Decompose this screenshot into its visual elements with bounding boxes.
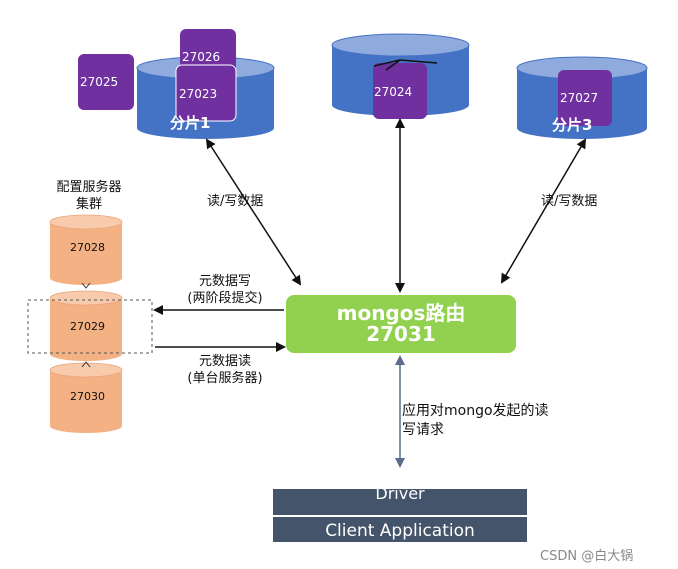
client-application-bar: [273, 517, 527, 542]
node-label-27027: 27027: [560, 91, 599, 105]
app-request-label-2: 写请求: [402, 422, 444, 438]
app-request-label-1: 应用对mongo发起的读: [402, 403, 549, 419]
node-27025: [78, 54, 134, 110]
config-label-27028: 27028: [70, 241, 105, 254]
config-primary-dashed-box: [27, 299, 153, 354]
arrow-shard3-router: [500, 138, 587, 284]
config-cluster-title-line2: 集群: [75, 197, 102, 212]
metadata-write-label-1: 元数据写: [198, 274, 251, 289]
shard-1-label: 分片1: [170, 114, 211, 132]
config-label-27029: 27029: [70, 320, 105, 333]
router-port: 27031: [366, 322, 436, 346]
config-cluster-title-line1: 配置服务器: [56, 180, 122, 195]
metadata-read-label-1: 元数据读: [198, 354, 251, 369]
node-27024: [373, 63, 427, 119]
config-cylinder-27028: [49, 214, 123, 285]
client-application-label: Client Application: [325, 521, 475, 541]
rw-label-left: 读/写数据: [207, 194, 264, 209]
node-27023: [175, 64, 237, 122]
watermark: CSDN @白大锅: [540, 549, 634, 564]
metadata-write-label-2: (两阶段提交): [187, 291, 263, 306]
config-label-27030: 27030: [70, 390, 105, 403]
config-cylinder-27030: [49, 362, 123, 433]
config-cylinder-27029: [49, 290, 123, 361]
metadata-read-label-2: (单台服务器): [187, 371, 263, 386]
mongos-router-box: [286, 295, 516, 353]
chevron-down-icon: [81, 282, 91, 289]
chevron-up-icon: [81, 361, 91, 368]
shard-2-cylinder: [331, 33, 470, 116]
node-27027: [558, 70, 612, 126]
node-27024-link-lines: [373, 59, 438, 71]
router-title: mongos路由: [336, 301, 466, 325]
node-label-27024: 27024: [374, 85, 413, 99]
node-label-27023: 27023: [179, 87, 218, 101]
rw-label-right: 读/写数据: [541, 194, 598, 209]
driver-label: Driver: [375, 484, 425, 503]
driver-bar: [273, 489, 527, 515]
arrow-shard1-router: [205, 138, 302, 286]
node-label-27025: 27025: [80, 75, 119, 89]
node-label-27026: 27026: [182, 50, 221, 64]
shard-3-label: 分片3: [552, 116, 593, 134]
